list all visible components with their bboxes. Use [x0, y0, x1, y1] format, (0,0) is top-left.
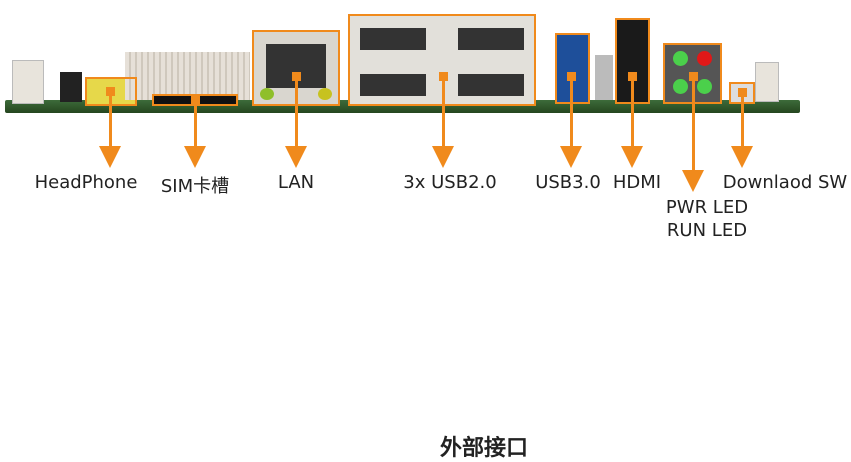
- arrow-down-icon: [682, 170, 704, 192]
- label-pwr-led: PWR LED: [665, 197, 749, 218]
- arrow-down-icon: [560, 146, 582, 168]
- label-headphone: HeadPhone: [34, 172, 138, 193]
- label-usb2: 3x USB2.0: [403, 172, 497, 193]
- label-sim: SIM卡槽: [160, 176, 230, 197]
- pointer-marker: [738, 88, 747, 97]
- arrow-down-icon: [184, 146, 206, 168]
- label-run-led: RUN LED: [666, 220, 748, 241]
- connector-right: [755, 62, 779, 102]
- arrow-down-icon: [432, 146, 454, 168]
- pin-header: [125, 52, 250, 100]
- label-lan: LAN: [277, 172, 315, 193]
- pointer-marker: [442, 80, 445, 148]
- arrow-down-icon: [99, 146, 121, 168]
- pointer-marker: [628, 72, 637, 81]
- pointer-marker: [689, 72, 698, 81]
- led-block: [665, 45, 720, 102]
- pointer-marker: [106, 87, 115, 96]
- capacitor: [60, 72, 82, 102]
- pointer-marker: [631, 80, 634, 148]
- pointer-marker: [570, 80, 573, 148]
- pointer-marker: [295, 80, 298, 148]
- pointer-marker: [194, 100, 197, 148]
- label-hdmi: HDMI: [612, 172, 662, 193]
- diagram-title: 外部接口: [439, 436, 529, 461]
- label-download-sw: Downlaod SW: [722, 172, 848, 193]
- pointer-marker: [567, 72, 576, 81]
- pointer-marker: [292, 72, 301, 81]
- capacitor-2: [595, 55, 613, 100]
- pointer-marker: [439, 72, 448, 81]
- arrow-down-icon: [731, 146, 753, 168]
- connector-left: [12, 60, 44, 104]
- label-usb3: USB3.0: [535, 172, 601, 193]
- arrow-down-icon: [285, 146, 307, 168]
- pointer-marker: [741, 96, 744, 148]
- pointer-marker: [109, 96, 112, 148]
- arrow-down-icon: [621, 146, 643, 168]
- pointer-marker: [692, 80, 695, 172]
